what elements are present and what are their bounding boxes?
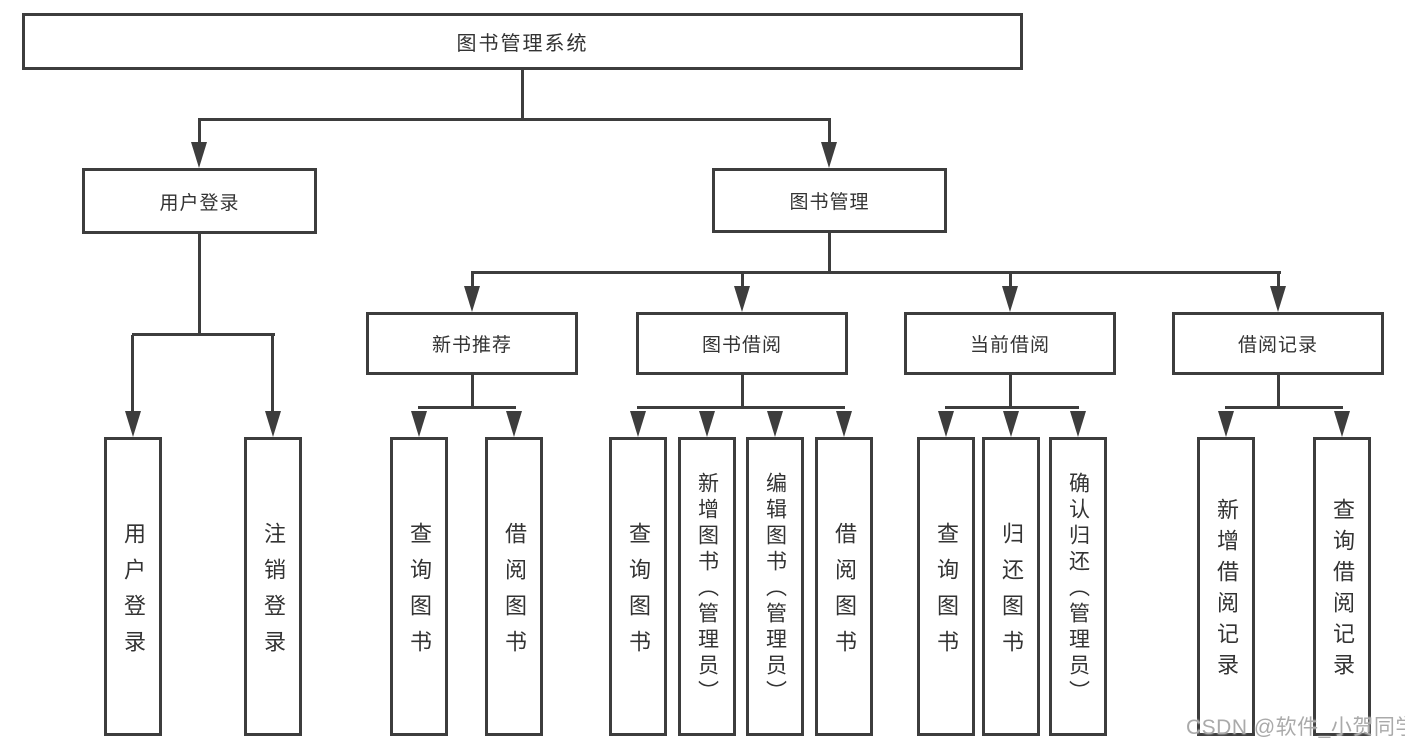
leaf-add-books-admin: 新增图书（管理员）: [678, 437, 736, 736]
node-root: 图书管理系统: [22, 13, 1023, 70]
node-new-book-recommend: 新书推荐: [366, 312, 578, 375]
arrowhead-down-current-borrow: [1002, 286, 1018, 312]
connector-root-vertical: [521, 69, 524, 121]
connector-current-borrow-vertical: [1009, 374, 1012, 408]
arrowhead-down-user-login: [191, 142, 207, 168]
connector-borrow-records-horizontal: [1225, 406, 1343, 409]
node-book-borrow: 图书借阅: [636, 312, 848, 375]
connector-stem-current-borrow: [1009, 273, 1012, 289]
leaf-query-books-borrow-label: 查询图书: [626, 521, 651, 666]
leaf-query-books-recommend-label: 查询图书: [407, 521, 432, 666]
leaf-borrow-books-recommend-label: 借阅图书: [502, 521, 527, 666]
node-user-login-label: 用户登录: [159, 192, 240, 214]
leaf-user-login: 用户登录: [104, 437, 162, 736]
watermark: CSDN @软件_小贺同学: [1186, 716, 1405, 739]
leaf-logout-login-label: 注销登录: [261, 521, 286, 666]
node-new-book-recommend-label: 新书推荐: [431, 335, 512, 356]
arrowhead-down-return-books: [1003, 411, 1019, 437]
arrowhead-down-borrow-records: [1270, 286, 1286, 312]
leaf-return-books-label: 归还图书: [999, 521, 1024, 666]
connector-stem-borrow-records: [1277, 273, 1280, 289]
connector-stem-leaf-user-login: [131, 335, 134, 415]
arrowhead-down-query-books-b: [630, 411, 646, 437]
arrowhead-down-book-management: [821, 142, 837, 168]
node-current-borrow-label: 当前借阅: [969, 335, 1050, 356]
leaf-query-borrow-record: 查询借阅记录: [1313, 437, 1371, 736]
leaf-add-borrow-record-label: 新增借阅记录: [1214, 498, 1239, 684]
connector-stem-book-management: [828, 120, 831, 146]
node-book-management-label: 图书管理: [789, 192, 870, 213]
leaf-confirm-return-admin-label: 确认归还（管理员）: [1066, 472, 1090, 706]
arrowhead-down-confirm-return: [1070, 411, 1086, 437]
leaf-add-borrow-record: 新增借阅记录: [1197, 437, 1255, 736]
node-user-login: 用户登录: [82, 168, 317, 234]
node-book-borrow-label: 图书借阅: [701, 335, 782, 356]
connector-borrow-records-vertical: [1277, 374, 1280, 408]
connector-book-management-vertical: [828, 232, 831, 273]
connector-stem-new-book-recommend: [471, 273, 474, 289]
arrowhead-down-edit-books: [767, 411, 783, 437]
leaf-logout-login: 注销登录: [244, 437, 302, 736]
leaf-confirm-return-admin: 确认归还（管理员）: [1049, 437, 1107, 736]
leaf-query-books-recommend: 查询图书: [390, 437, 448, 736]
leaf-edit-books-admin: 编辑图书（管理员）: [746, 437, 804, 736]
connector-new-book-vertical: [471, 374, 474, 408]
leaf-borrow-books: 借阅图书: [815, 437, 873, 736]
arrowhead-down-new-book-recommend: [464, 286, 480, 312]
node-borrow-records: 借阅记录: [1172, 312, 1384, 375]
connector-book-management-horizontal: [471, 271, 1281, 274]
leaf-query-books-current-label: 查询图书: [934, 521, 959, 666]
connector-current-borrow-horizontal: [945, 406, 1079, 409]
connector-user-login-horizontal: [132, 333, 275, 336]
leaf-edit-books-admin-label: 编辑图书（管理员）: [763, 472, 787, 706]
leaf-borrow-books-recommend: 借阅图书: [485, 437, 543, 736]
arrowhead-down-borrow-books-a: [506, 411, 522, 437]
arrowhead-down-query-books-a: [411, 411, 427, 437]
connector-new-book-horizontal: [418, 406, 516, 409]
connector-root-horizontal: [198, 118, 831, 121]
arrowhead-down-query-books-c: [938, 411, 954, 437]
leaf-add-books-admin-label: 新增图书（管理员）: [695, 472, 719, 706]
connector-user-login-vertical: [198, 232, 201, 335]
leaf-user-login-label: 用户登录: [121, 521, 146, 666]
leaf-query-books-current: 查询图书: [917, 437, 975, 736]
arrowhead-down-borrow-books-b: [836, 411, 852, 437]
node-book-management: 图书管理: [712, 168, 947, 233]
node-root-label: 图书管理系统: [456, 33, 589, 55]
connector-stem-book-borrow: [741, 273, 744, 289]
connector-stem-leaf-logout: [271, 335, 274, 415]
connector-book-borrow-vertical: [741, 374, 744, 408]
arrowhead-down-add-record: [1218, 411, 1234, 437]
connector-book-borrow-horizontal: [637, 406, 845, 409]
node-borrow-records-label: 借阅记录: [1237, 335, 1318, 356]
leaf-borrow-books-label: 借阅图书: [832, 521, 857, 666]
arrowhead-down-leaf-user-login: [125, 411, 141, 437]
connector-stem-user-login: [198, 120, 201, 146]
arrowhead-down-add-books: [699, 411, 715, 437]
arrowhead-down-book-borrow: [734, 286, 750, 312]
arrowhead-down-query-record: [1334, 411, 1350, 437]
node-current-borrow: 当前借阅: [904, 312, 1116, 375]
leaf-query-books-borrow: 查询图书: [609, 437, 667, 736]
leaf-return-books: 归还图书: [982, 437, 1040, 736]
arrowhead-down-leaf-logout: [265, 411, 281, 437]
leaf-query-borrow-record-label: 查询借阅记录: [1330, 498, 1355, 684]
